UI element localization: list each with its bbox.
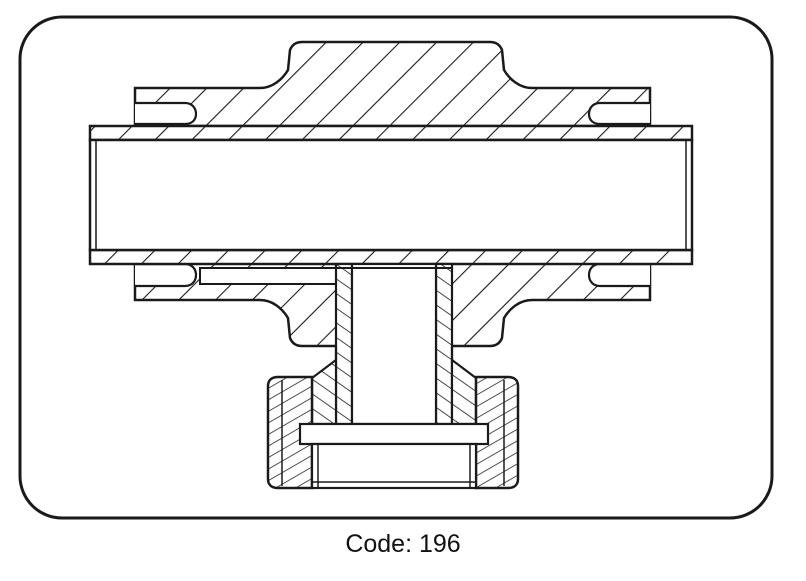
branch-channel	[199, 267, 341, 285]
right-upper-socket-notch	[587, 101, 650, 126]
tee-body-upper	[133, 40, 652, 128]
right-lower-socket-notch	[587, 262, 650, 288]
union-tail-piece	[298, 422, 490, 446]
run-pipe-bore	[88, 138, 694, 252]
run-pipe-bottom-wall	[88, 248, 694, 266]
run-pipe-top-wall	[88, 124, 694, 142]
union-outlet-bore	[310, 442, 478, 490]
branch-pipe-bore	[350, 262, 438, 426]
branch-pipe-left-wall	[334, 262, 354, 426]
code-caption: Code: 196	[345, 530, 461, 558]
left-upper-socket-notch	[135, 101, 198, 126]
branch-pipe-right-wall	[434, 262, 454, 426]
left-lower-socket-notch	[135, 262, 198, 288]
